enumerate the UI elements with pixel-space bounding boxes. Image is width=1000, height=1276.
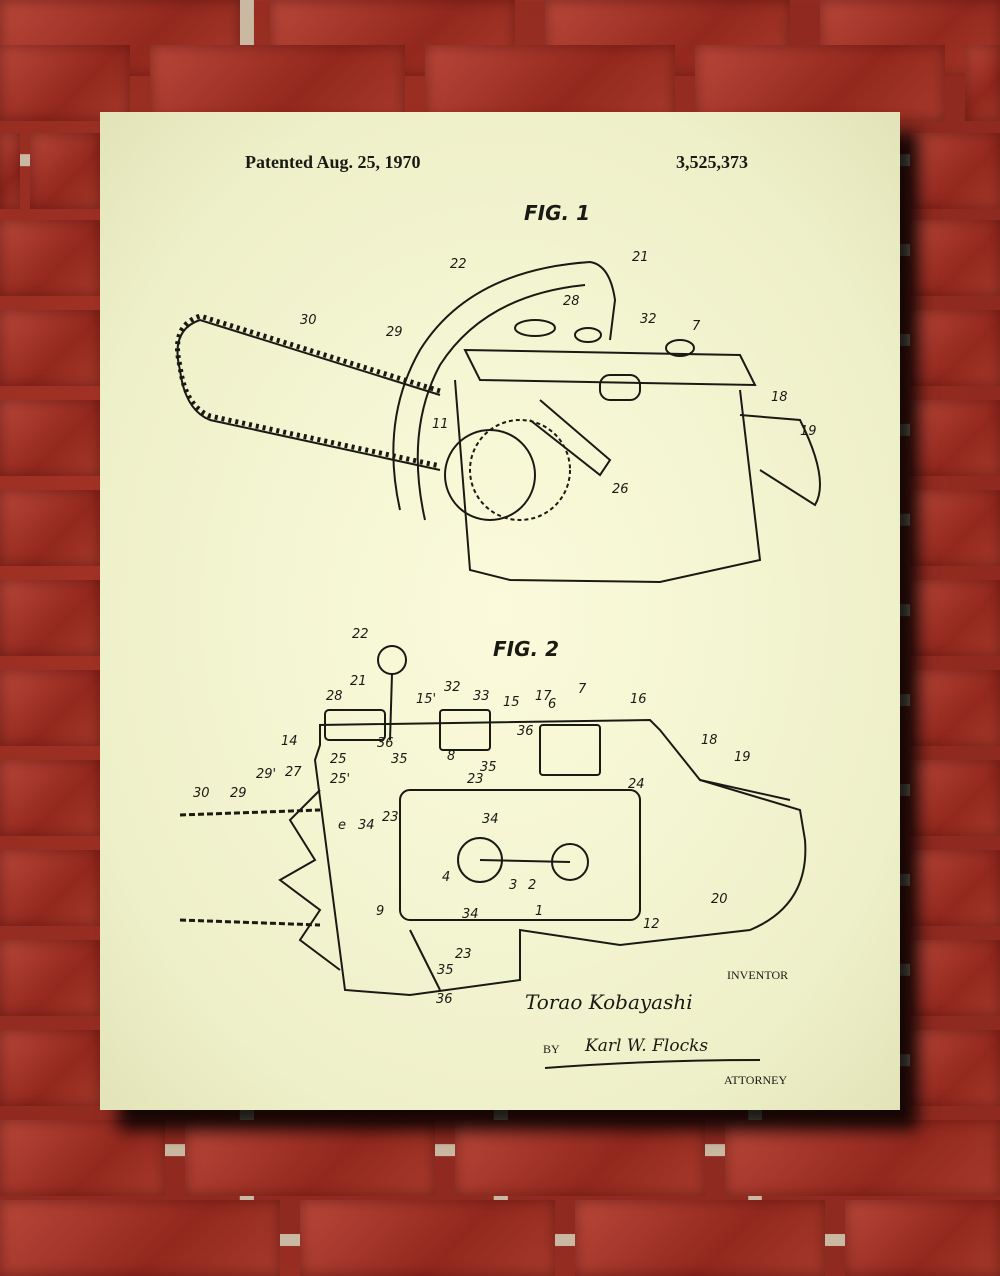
patent-drawings	[175, 260, 821, 1069]
reference-numeral: 29	[230, 786, 247, 801]
reference-numeral: 22	[450, 257, 467, 272]
by-label: BY	[543, 1042, 560, 1056]
reference-numeral: 2	[528, 878, 537, 893]
reference-numeral: 36	[436, 992, 453, 1007]
reference-numeral: 6	[548, 697, 557, 712]
reference-numeral: 18	[701, 733, 718, 748]
reference-numeral: 34	[358, 818, 375, 833]
reference-numeral: 24	[628, 777, 645, 792]
reference-numeral: 14	[281, 734, 298, 749]
reference-numeral: 25'	[330, 772, 351, 787]
reference-numeral: 33	[473, 689, 490, 704]
reference-numeral: 1	[535, 904, 544, 919]
reference-numeral: 27	[285, 765, 302, 780]
fig2-title: FIG. 2	[493, 637, 559, 661]
reference-numeral: 26	[612, 482, 629, 497]
reference-numeral: 23	[382, 810, 399, 825]
reference-numeral: 17	[535, 689, 552, 704]
reference-numeral: 7	[692, 319, 701, 334]
reference-numeral: 34	[462, 907, 479, 922]
reference-numeral: 36	[377, 736, 394, 751]
attorney-signature: Karl W. Flocks	[585, 1036, 709, 1056]
reference-numeral: 35	[391, 752, 408, 767]
reference-numeral: 3	[509, 878, 518, 893]
reference-numeral: 16	[630, 692, 647, 707]
reference-numeral: e	[338, 818, 346, 833]
reference-numeral: 28	[563, 294, 580, 309]
reference-numeral: 23	[467, 772, 484, 787]
patent-poster	[100, 112, 900, 1110]
reference-numeral: 34	[482, 812, 499, 827]
reference-numeral: 8	[447, 749, 456, 764]
inventor-label: INVENTOR	[727, 968, 789, 982]
reference-numeral: 9	[376, 904, 385, 919]
reference-numeral: 7	[578, 682, 587, 697]
reference-numeral: 35	[437, 963, 454, 978]
reference-numeral: 21	[632, 250, 649, 265]
reference-numeral: 32	[444, 680, 461, 695]
fig2-chainsaw-cutaway-drawing	[179, 645, 807, 997]
reference-numeral: 19	[800, 424, 817, 439]
attorney-label: ATTORNEY	[724, 1073, 788, 1087]
attorney-signature-underline	[544, 1059, 761, 1069]
reference-numeral: 28	[326, 689, 343, 704]
reference-numeral: 30	[300, 313, 317, 328]
reference-numeral: 18	[771, 390, 788, 405]
reference-numeral: 22	[352, 627, 369, 642]
reference-numeral: 4	[442, 870, 451, 885]
reference-numeral: 21	[350, 674, 367, 689]
fig1-chainsaw-drawing	[175, 260, 821, 584]
reference-numeral: 35	[480, 760, 497, 775]
reference-numeral: 25	[330, 752, 347, 767]
reference-numeral: 11	[432, 417, 449, 432]
reference-numeral: 32	[640, 312, 657, 327]
reference-numeral: 23	[455, 947, 472, 962]
reference-numeral: 19	[734, 750, 751, 765]
patent-date: Patented Aug. 25, 1970	[245, 152, 421, 172]
reference-numeral: 15'	[416, 692, 437, 707]
reference-numeral: 12	[643, 917, 660, 932]
patent-number: 3,525,373	[676, 152, 748, 172]
fig1-title: FIG. 1	[524, 201, 590, 225]
reference-numeral: 29'	[256, 767, 277, 782]
reference-numeral: 36	[517, 724, 534, 739]
inventor-signature: Torao Kobayashi	[525, 990, 693, 1014]
reference-numeral: 15	[503, 695, 520, 710]
reference-numeral: 29	[386, 325, 403, 340]
reference-numeral: 20	[711, 892, 728, 907]
reference-numeral: 30	[193, 786, 210, 801]
